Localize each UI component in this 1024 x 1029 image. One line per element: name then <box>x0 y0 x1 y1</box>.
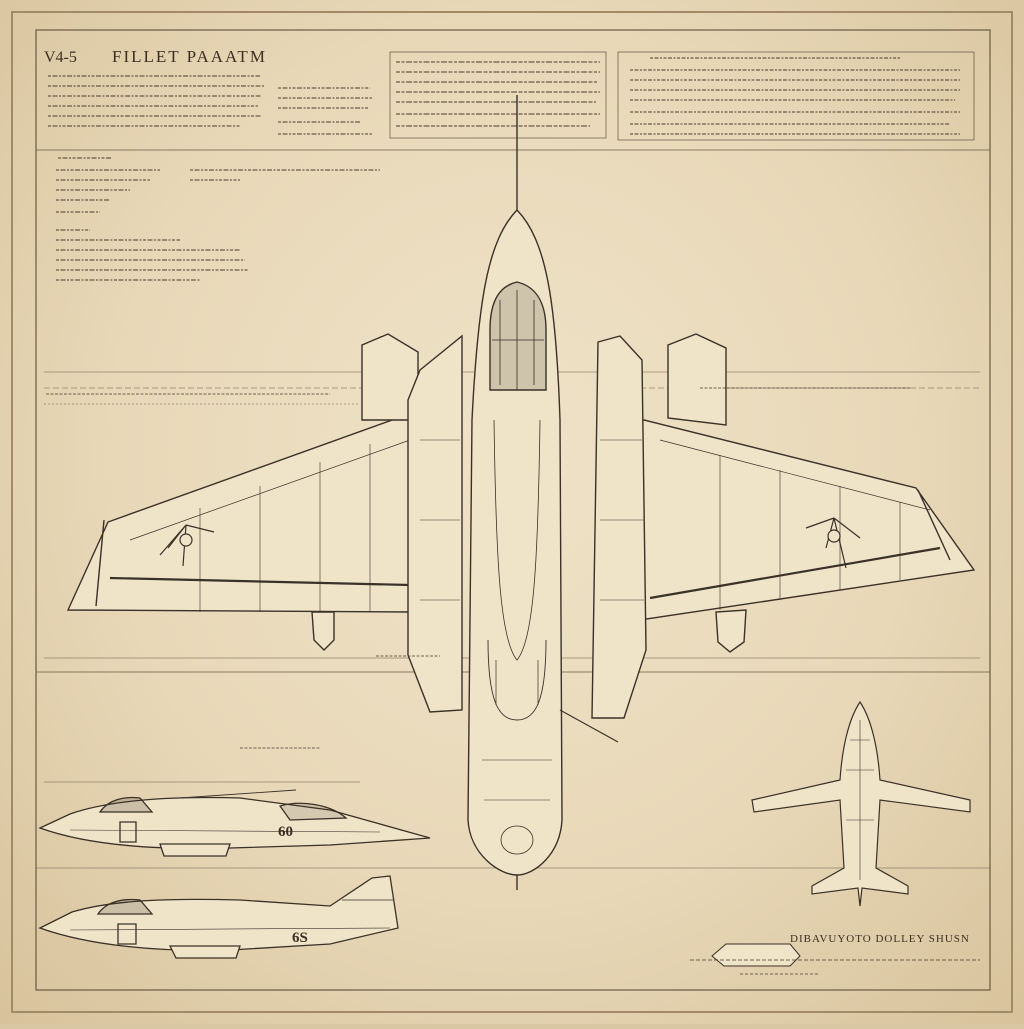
fine-print-block-top-right <box>617 51 975 141</box>
aircraft-top-view <box>66 95 976 890</box>
right-wing <box>603 409 976 621</box>
title-block-bottom-right <box>690 943 980 975</box>
side-view-number-lower: 6S <box>292 930 308 946</box>
side-view-number-upper: 60 <box>278 824 293 840</box>
right-outer-fin <box>667 333 727 426</box>
dimension-marks <box>46 387 910 749</box>
sheet-title: FILLET PAAATM <box>112 47 267 66</box>
left-underwing-pod <box>311 611 335 651</box>
left-engine-nacelle <box>407 334 463 713</box>
canopy <box>489 281 547 391</box>
bottom-right-title: DIBAVUYOTO DOLLEY SHUSN <box>790 933 970 945</box>
fine-print-block-left <box>56 157 380 281</box>
sheet-code: V4-5 <box>44 49 77 66</box>
fine-print-block-top-left <box>48 75 372 135</box>
aircraft-side-view-lower <box>38 875 399 959</box>
aircraft-side-view-upper <box>38 789 431 857</box>
right-engine-nacelle <box>591 335 647 719</box>
right-wing-rotor-icon <box>805 517 861 569</box>
aircraft-small-plan-view <box>751 700 971 907</box>
left-wing-rotor-icon <box>159 524 215 567</box>
fine-print-block-top-center <box>389 51 607 139</box>
right-underwing-pod <box>715 609 747 653</box>
